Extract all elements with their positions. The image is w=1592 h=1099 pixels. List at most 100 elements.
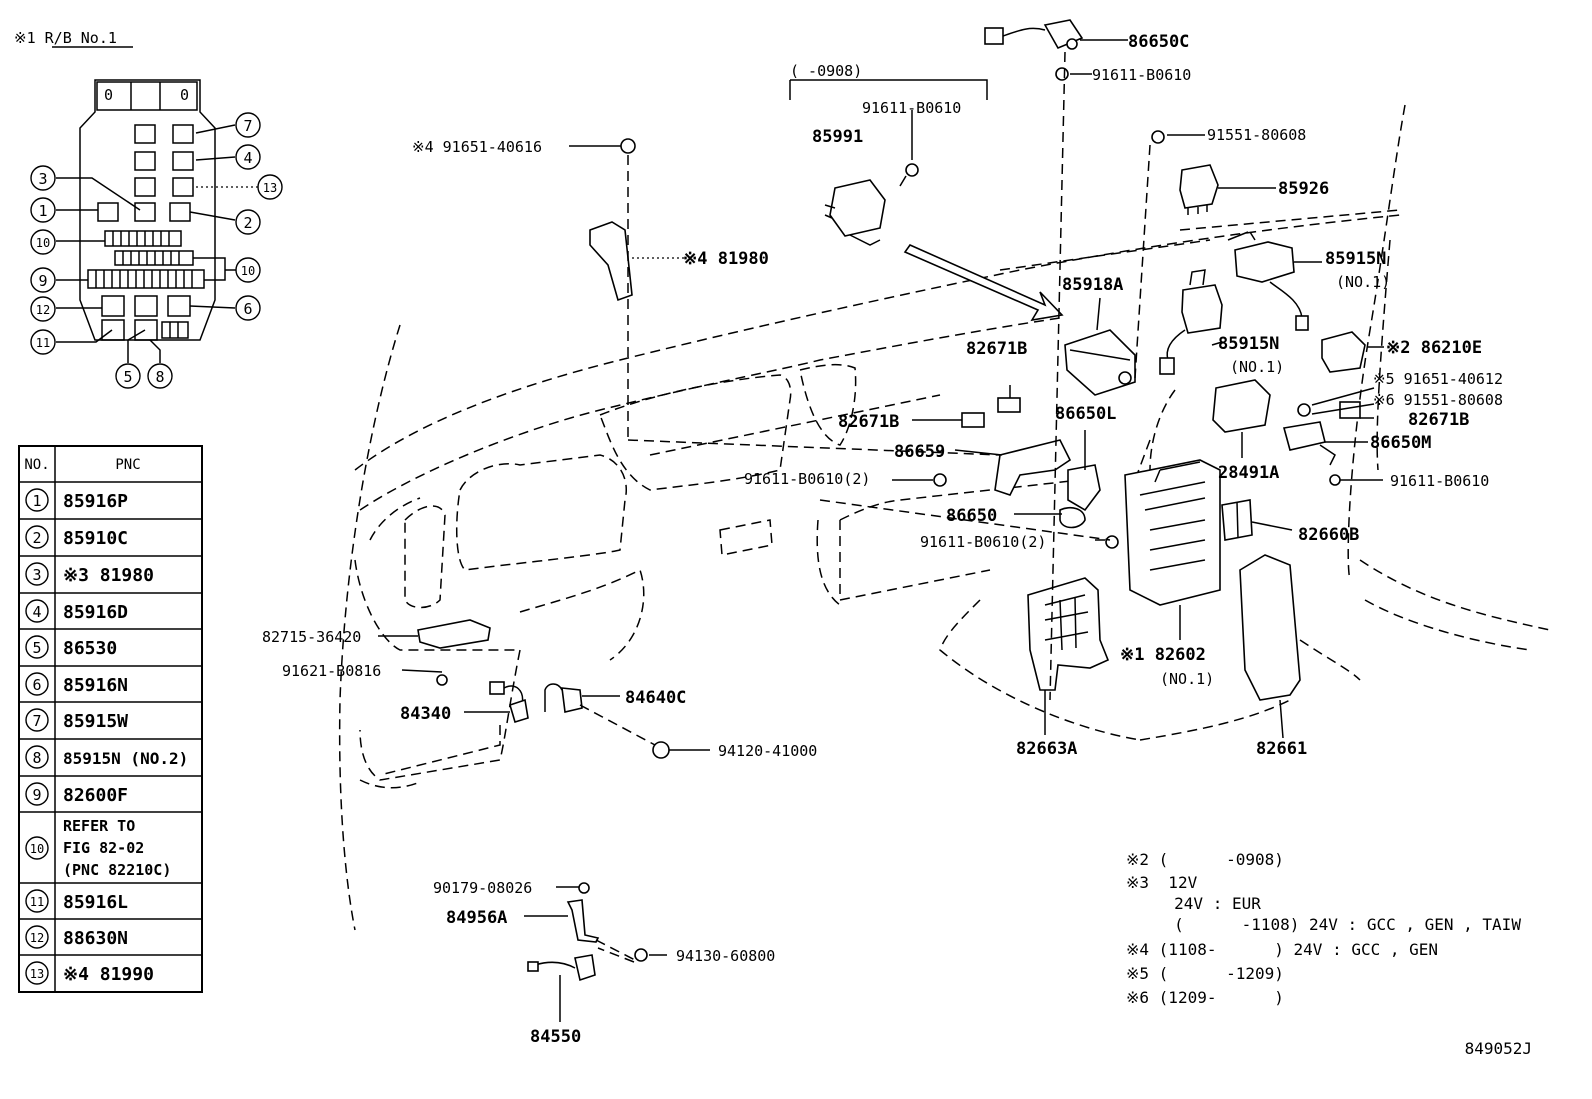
label-range-0908: ( -0908)	[790, 62, 862, 80]
label-85915N-a-sub: (NO.1)	[1336, 273, 1390, 291]
svg-text:85916N: 85916N	[63, 675, 128, 696]
table-row: 10 REFER TO FIG 82-02 (PNC 82210C)	[25, 817, 171, 879]
svg-text:1: 1	[38, 202, 47, 220]
notes: ※2 ( -0908) ※3 12V 24V : EUR ( -1108) 24…	[1126, 850, 1521, 1007]
part-86210E	[1321, 331, 1366, 373]
callout-circle-3: 3	[30, 165, 56, 191]
svg-text:6: 6	[243, 300, 252, 318]
part-82661	[1239, 554, 1301, 701]
table-row: 4 85916D	[25, 599, 128, 623]
label-85991: 85991	[812, 127, 863, 147]
label-86650L: 86650L	[1055, 404, 1116, 424]
label-82671B-b: 82671B	[838, 412, 899, 432]
part-82671B-c	[1339, 401, 1361, 419]
label-82663A: 82663A	[1016, 739, 1077, 759]
svg-text:0: 0	[180, 86, 189, 104]
label-91611-85991: 91611-B0610	[862, 99, 961, 117]
svg-text:0: 0	[104, 86, 113, 104]
svg-text:5: 5	[123, 368, 132, 386]
part-labels: 86650C 91611-B0610 ( -0908) 91611-B0610 …	[262, 32, 1503, 1047]
svg-text:13: 13	[263, 181, 277, 195]
relay-block-title: ※1 R/B No.1	[14, 29, 117, 47]
part-28491A	[1212, 379, 1271, 433]
svg-text:7: 7	[243, 117, 252, 135]
label-85915N-b-sub: (NO.1)	[1230, 358, 1284, 376]
label-94120: 94120-41000	[718, 742, 817, 760]
label-91551-top: 91551-80608	[1207, 126, 1306, 144]
callout-circle-13: 13	[257, 174, 283, 200]
label-85926: 85926	[1278, 179, 1329, 199]
svg-text:7: 7	[32, 712, 41, 730]
part-86650C	[984, 19, 1084, 50]
callout-circle-2: 2	[235, 209, 261, 235]
label-91611-2a: 91611-B0610(2)	[744, 470, 870, 488]
svg-text:10: 10	[36, 236, 50, 250]
part-82671B-b	[961, 412, 985, 428]
svg-text:8: 8	[155, 368, 164, 386]
part-84340	[489, 681, 529, 724]
svg-text:12: 12	[36, 303, 50, 317]
part-82715	[417, 619, 491, 649]
table-header-no: NO.	[24, 457, 49, 473]
svg-text:FIG 82-02: FIG 82-02	[63, 839, 144, 857]
label-91651-40612: ※5 91651-40612	[1373, 370, 1503, 388]
part-82602	[1124, 459, 1221, 606]
svg-text:※4 81990: ※4 81990	[63, 964, 154, 985]
label-86210E: ※2 86210E	[1386, 338, 1482, 358]
svg-text:1: 1	[32, 492, 41, 510]
svg-text:85915W: 85915W	[63, 711, 128, 732]
svg-text:※3 81980: ※3 81980	[63, 565, 154, 586]
label-91611-right: 91611-B0610	[1390, 472, 1489, 490]
label-81980: ※4 81980	[683, 249, 769, 269]
label-86650: 86650	[946, 506, 997, 526]
svg-text:5: 5	[32, 639, 41, 657]
label-84550: 84550	[530, 1027, 581, 1047]
label-90179: 90179-08026	[433, 879, 532, 897]
part-84640C	[544, 683, 670, 759]
note-line: ※5 ( -1209)	[1126, 964, 1284, 983]
svg-text:3: 3	[32, 566, 41, 584]
part-85915N-a	[1227, 231, 1309, 331]
label-85915N-b: 85915N	[1218, 334, 1279, 354]
callout-circle-9: 9	[30, 267, 56, 293]
svg-text:85910C: 85910C	[63, 528, 128, 549]
label-84956A: 84956A	[446, 908, 507, 928]
callout-circle-12: 12	[30, 296, 56, 322]
callout-circle-4: 4	[235, 144, 261, 170]
svg-text:85916D: 85916D	[63, 602, 128, 623]
svg-text:9: 9	[38, 272, 47, 290]
label-86650C: 86650C	[1128, 32, 1189, 52]
leader-lines	[378, 39, 1384, 1022]
svg-text:9: 9	[32, 786, 41, 804]
label-86659: 86659	[894, 442, 945, 462]
svg-text:3: 3	[38, 170, 47, 188]
table-row: 13 ※4 81990	[25, 961, 154, 985]
figure-code: 849052J	[1465, 1039, 1532, 1058]
label-82661: 82661	[1256, 739, 1307, 759]
svg-text:13: 13	[30, 967, 44, 981]
note-line: ※4 (1108- ) 24V : GCC , GEN	[1126, 940, 1438, 959]
label-91611-top: 91611-B0610	[1092, 66, 1191, 84]
part-86650M	[1282, 421, 1326, 451]
label-91611-2b: 91611-B0610(2)	[920, 533, 1046, 551]
part-86659	[933, 439, 1072, 496]
svg-text:4: 4	[32, 603, 41, 621]
callout-circle-5: 5	[115, 363, 141, 389]
label-84340: 84340	[400, 704, 451, 724]
label-82671B-c: 82671B	[1408, 410, 1469, 430]
label-28491A: 28491A	[1218, 463, 1279, 483]
note-line: ※2 ( -0908)	[1126, 850, 1284, 869]
note-line: ( -1108) 24V : GCC , GEN , TAIW	[1126, 915, 1521, 934]
svg-text:12: 12	[30, 931, 44, 945]
table-row: 3 ※3 81980	[25, 562, 154, 586]
relay-block-inset: ※1 R/B No.1 0 0	[14, 29, 283, 389]
